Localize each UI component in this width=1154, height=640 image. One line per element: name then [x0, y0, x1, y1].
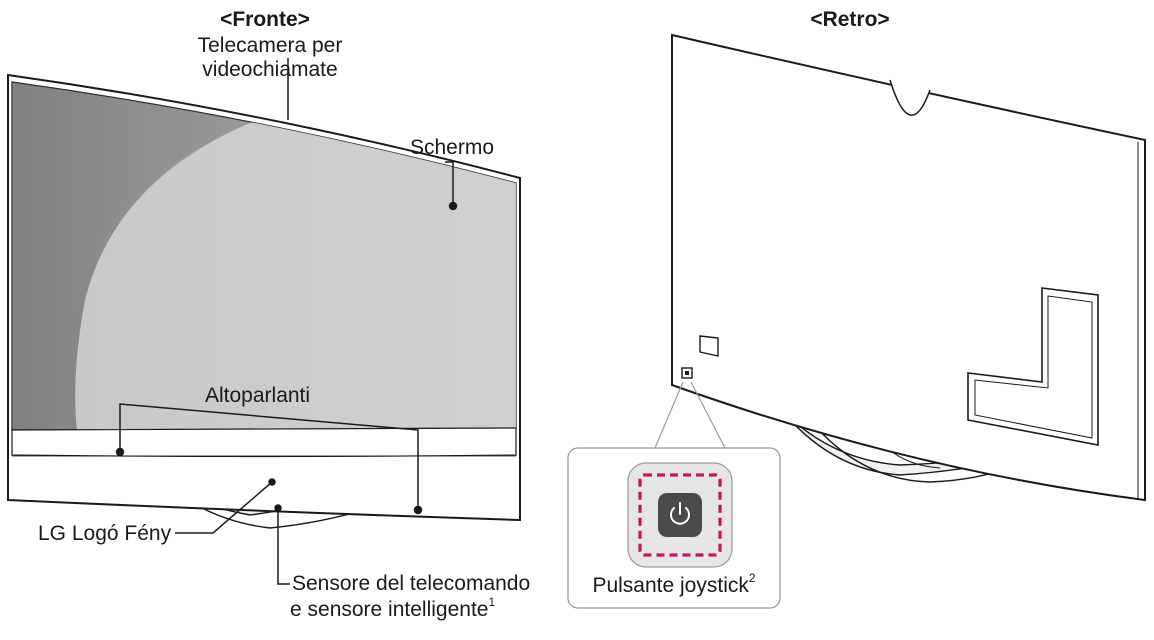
speakers-label: Altoparlanti — [205, 384, 311, 407]
speaker-bar — [11, 427, 517, 458]
camera-label-line2: videochiamate — [202, 58, 338, 81]
logo-light-label: LG Logó Fény — [38, 522, 172, 545]
sensor-label-line2: e sensore intelligente1 — [290, 595, 496, 621]
sensor-footnote: 1 — [488, 595, 496, 609]
top-notch — [889, 79, 931, 116]
joystick-footnote: 2 — [748, 571, 756, 585]
power-icon[interactable] — [670, 502, 690, 525]
front-heading: <Fronte> — [220, 8, 310, 31]
back-tv — [567, 33, 1146, 609]
screen-reflection — [75, 105, 516, 430]
front-tv — [7, 58, 521, 585]
screen-label: Schermo — [410, 136, 495, 159]
joystick-label: Pulsante joystick2 — [592, 571, 756, 597]
back-heading: <Retro> — [810, 8, 890, 31]
camera-label-line1: Telecamera per — [197, 34, 343, 57]
connector-cover — [967, 287, 1099, 446]
joystick-callout-lines — [654, 381, 726, 449]
small-port — [699, 335, 719, 357]
joystick-callout — [567, 447, 781, 609]
front-leader-lines — [115, 58, 458, 585]
sensor-label-line1: Sensore del telecomando — [292, 572, 531, 595]
